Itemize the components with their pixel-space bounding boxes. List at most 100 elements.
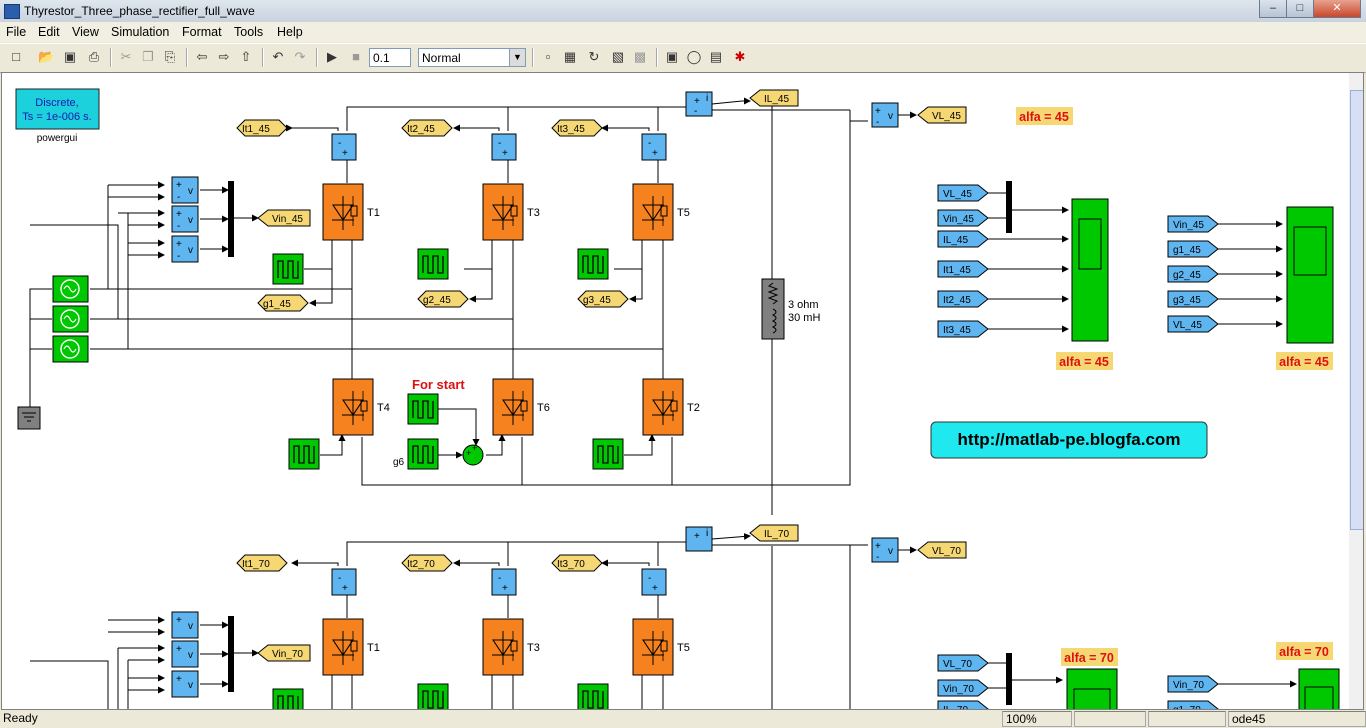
menu-help[interactable]: Help — [277, 25, 303, 39]
goto-it2-70[interactable]: It2_70 — [401, 554, 453, 572]
paste-icon[interactable]: ⎘ — [164, 49, 176, 64]
current-meas-il70[interactable]: +i — [685, 526, 713, 552]
open-icon[interactable]: 📂 — [38, 49, 55, 64]
scope-2-70[interactable] — [1298, 668, 1340, 709]
build-icon[interactable]: ▦ — [563, 49, 577, 64]
copy-icon[interactable]: ❐ — [142, 49, 154, 64]
pulse-generator-g4[interactable] — [288, 438, 320, 470]
print-icon[interactable]: ⎙ — [88, 49, 100, 64]
goto-vin-70[interactable]: Vin_70 — [257, 644, 311, 662]
pulse-generator-g1-70[interactable] — [272, 688, 304, 709]
voltage-meas-va-45[interactable]: + v - — [171, 176, 199, 204]
pulse-generator-g2b[interactable] — [592, 438, 624, 470]
pulse-generator-g2-70[interactable] — [417, 683, 449, 709]
new-icon[interactable]: □ — [12, 49, 20, 64]
from-scope1-70-1[interactable]: Vin_70 — [937, 679, 989, 697]
minimize-button[interactable]: – — [1259, 0, 1287, 18]
powergui-block[interactable] — [15, 88, 100, 130]
mux-scope1-70[interactable] — [1006, 653, 1012, 705]
close-button[interactable]: ✕ — [1313, 0, 1361, 18]
thyristor-t4[interactable] — [332, 378, 374, 436]
from-scope1-45-2[interactable]: IL_45 — [937, 230, 989, 248]
model-canvas[interactable]: Discrete, Ts = 1e-006 s. powergui — [1, 72, 1364, 710]
ac-source-b[interactable] — [52, 305, 89, 333]
pulse-generator-g6[interactable] — [407, 438, 439, 470]
from-scope1-45-4[interactable]: It2_45 — [937, 290, 989, 308]
from-scope2-45-0[interactable]: Vin_45 — [1167, 215, 1219, 233]
goto-it1-70[interactable]: It1_70 — [236, 554, 288, 572]
stop-simulation-icon[interactable]: ■ — [352, 49, 360, 64]
maximize-button[interactable]: □ — [1286, 0, 1314, 18]
menu-simulation[interactable]: Simulation — [111, 25, 170, 39]
scope-1-70[interactable] — [1066, 668, 1118, 709]
ac-source-a[interactable] — [52, 275, 89, 303]
menu-tools[interactable]: Tools — [234, 25, 264, 39]
thyristor-t1[interactable] — [322, 183, 364, 241]
cut-icon[interactable]: ✂ — [120, 49, 132, 64]
thyristor-t5[interactable] — [632, 183, 674, 241]
undo-icon[interactable]: ↶ — [272, 49, 284, 64]
goto-g3-45[interactable]: g3_45 — [577, 290, 629, 308]
from-scope2-45-4[interactable]: VL_45 — [1167, 315, 1219, 333]
forward-icon[interactable]: ⇨ — [218, 49, 230, 64]
current-meas-it3-70[interactable]: -+ — [641, 568, 667, 596]
current-meas-it3-45[interactable]: - + — [641, 133, 667, 161]
refresh-icon[interactable]: ↻ — [588, 49, 600, 64]
menu-format[interactable]: Format — [182, 25, 222, 39]
from-scope2-70-0[interactable]: Vin_70 — [1167, 675, 1219, 693]
voltage-meas-vc-70[interactable]: +v — [171, 670, 199, 698]
voltage-meas-vl70[interactable]: +v- — [871, 537, 899, 563]
pulse-generator-start[interactable] — [407, 393, 439, 425]
pulse-generator-g2[interactable] — [417, 248, 449, 280]
pulse-generator-g3[interactable] — [577, 248, 609, 280]
goto-vl-45[interactable]: VL_45 — [917, 106, 967, 124]
voltage-meas-va-70[interactable]: +v — [171, 611, 199, 639]
start-simulation-icon[interactable]: ▶ — [327, 49, 337, 64]
back-icon[interactable]: ⇦ — [196, 49, 208, 64]
vertical-scrollbar[interactable] — [1349, 73, 1363, 709]
from-scope1-45-3[interactable]: It1_45 — [937, 260, 989, 278]
blog-url-box[interactable]: http://matlab-pe.blogfa.com — [930, 421, 1208, 459]
menu-edit[interactable]: Edit — [38, 25, 60, 39]
menu-file[interactable]: File — [6, 25, 27, 39]
from-scope1-70-0[interactable]: VL_70 — [937, 654, 989, 672]
up-icon[interactable]: ⇧ — [240, 49, 252, 64]
goto-it2-45[interactable]: It2_45 — [401, 119, 453, 137]
library-icon[interactable]: ▧ — [611, 49, 625, 64]
voltage-meas-vl45[interactable]: + v - — [871, 102, 899, 128]
update-diagram-icon[interactable]: ▫ — [545, 49, 551, 64]
sum-block[interactable]: ++ — [462, 443, 484, 466]
scrollbar-thumb[interactable] — [1350, 90, 1363, 530]
simulation-mode-select[interactable]: Normal ▼ — [418, 48, 526, 67]
model-explorer-icon[interactable]: ◯ — [686, 49, 702, 64]
rl-load[interactable] — [761, 278, 785, 340]
current-meas-il45[interactable]: + i - — [685, 91, 713, 117]
thyristor-t5-70[interactable] — [632, 618, 674, 676]
model-advisor-icon[interactable]: ▤ — [709, 49, 723, 64]
from-scope1-45-5[interactable]: It3_45 — [937, 320, 989, 338]
thyristor-t3[interactable] — [482, 183, 524, 241]
debug-icon[interactable]: ▩ — [633, 49, 647, 64]
scope-1-45[interactable] — [1071, 198, 1109, 342]
from-scope2-70-1[interactable]: g1_70 — [1167, 700, 1219, 709]
library-browser-icon[interactable]: ▣ — [665, 49, 679, 64]
scope-2-45[interactable] — [1286, 206, 1334, 344]
voltage-meas-vb-70[interactable]: +v — [171, 640, 199, 668]
from-scope1-45-0[interactable]: VL_45 — [937, 184, 989, 202]
goto-vin-45[interactable]: Vin_45 — [257, 209, 311, 227]
mux-vin70[interactable] — [228, 616, 234, 692]
ac-source-c[interactable] — [52, 335, 89, 363]
block-diagram[interactable]: Discrete, Ts = 1e-006 s. powergui — [2, 73, 1348, 709]
mux-vin45[interactable] — [228, 181, 234, 257]
current-meas-it2-70[interactable]: -+ — [491, 568, 517, 596]
current-meas-it2-45[interactable]: - + — [491, 133, 517, 161]
stop-time-input[interactable]: 0.1 — [369, 48, 411, 67]
goto-g1-45[interactable]: g1_45 — [257, 294, 309, 312]
from-scope2-45-2[interactable]: g2_45 — [1167, 265, 1219, 283]
mux-scope1-45[interactable] — [1006, 181, 1012, 233]
goto-g2-45[interactable]: g2_45 — [417, 290, 469, 308]
goto-il-45[interactable]: IL_45 — [749, 89, 799, 107]
pulse-generator-g3-70[interactable] — [577, 683, 609, 709]
save-icon[interactable]: ▣ — [63, 49, 77, 64]
goto-it1-45[interactable]: It1_45 — [236, 119, 288, 137]
